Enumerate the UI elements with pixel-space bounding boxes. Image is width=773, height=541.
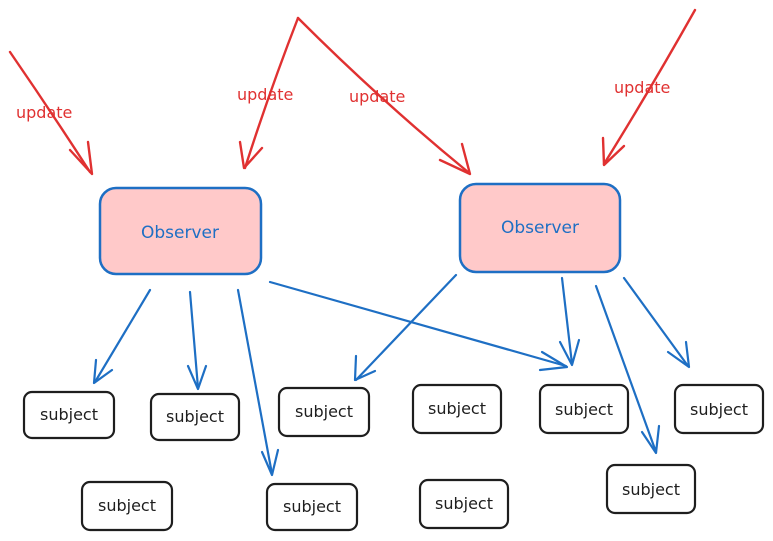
update-arrows: [8, 8, 697, 176]
update-arrow-4: [601, 8, 697, 167]
subject-label: subject: [98, 496, 156, 515]
subject-node: subject: [411, 383, 503, 435]
subject-label: subject: [690, 400, 748, 419]
subject-node: subject: [149, 392, 241, 442]
observer-node: Observer: [458, 182, 622, 274]
link-arrow: [268, 280, 569, 372]
subject-node: subject: [80, 480, 174, 532]
subject-label: subject: [622, 480, 680, 499]
subject-node: subject: [673, 383, 765, 435]
subject-node: subject: [418, 478, 510, 530]
subject-label: subject: [166, 407, 224, 426]
link-arrow: [92, 288, 152, 385]
update-arrow-1: [8, 50, 94, 176]
update-arrow-2: [238, 16, 300, 170]
subject-label: subject: [555, 400, 613, 419]
subject-label: subject: [428, 399, 486, 418]
observer-label: Observer: [141, 223, 219, 243]
subject-node: subject: [277, 386, 371, 438]
observer-label: Observer: [501, 218, 579, 238]
subject-node: subject: [265, 482, 359, 532]
update-label: update: [16, 103, 72, 122]
link-arrow: [186, 290, 208, 391]
subject-node: subject: [538, 383, 630, 435]
link-arrows: [92, 273, 691, 477]
update-arrow-3: [296, 16, 472, 176]
subject-label: subject: [435, 494, 493, 513]
observer-node: Observer: [98, 186, 263, 276]
update-label: update: [237, 85, 293, 104]
subject-node: subject: [22, 390, 116, 440]
update-label: update: [614, 78, 670, 97]
subject-label: subject: [40, 405, 98, 424]
link-arrow: [622, 276, 691, 369]
link-arrow: [236, 288, 280, 477]
update-label: update: [349, 87, 405, 106]
subject-node: subject: [605, 463, 697, 515]
subject-label: subject: [295, 402, 353, 421]
link-arrow: [353, 273, 458, 382]
link-arrow: [558, 276, 581, 367]
link-arrow: [594, 284, 661, 455]
subject-label: subject: [283, 497, 341, 516]
